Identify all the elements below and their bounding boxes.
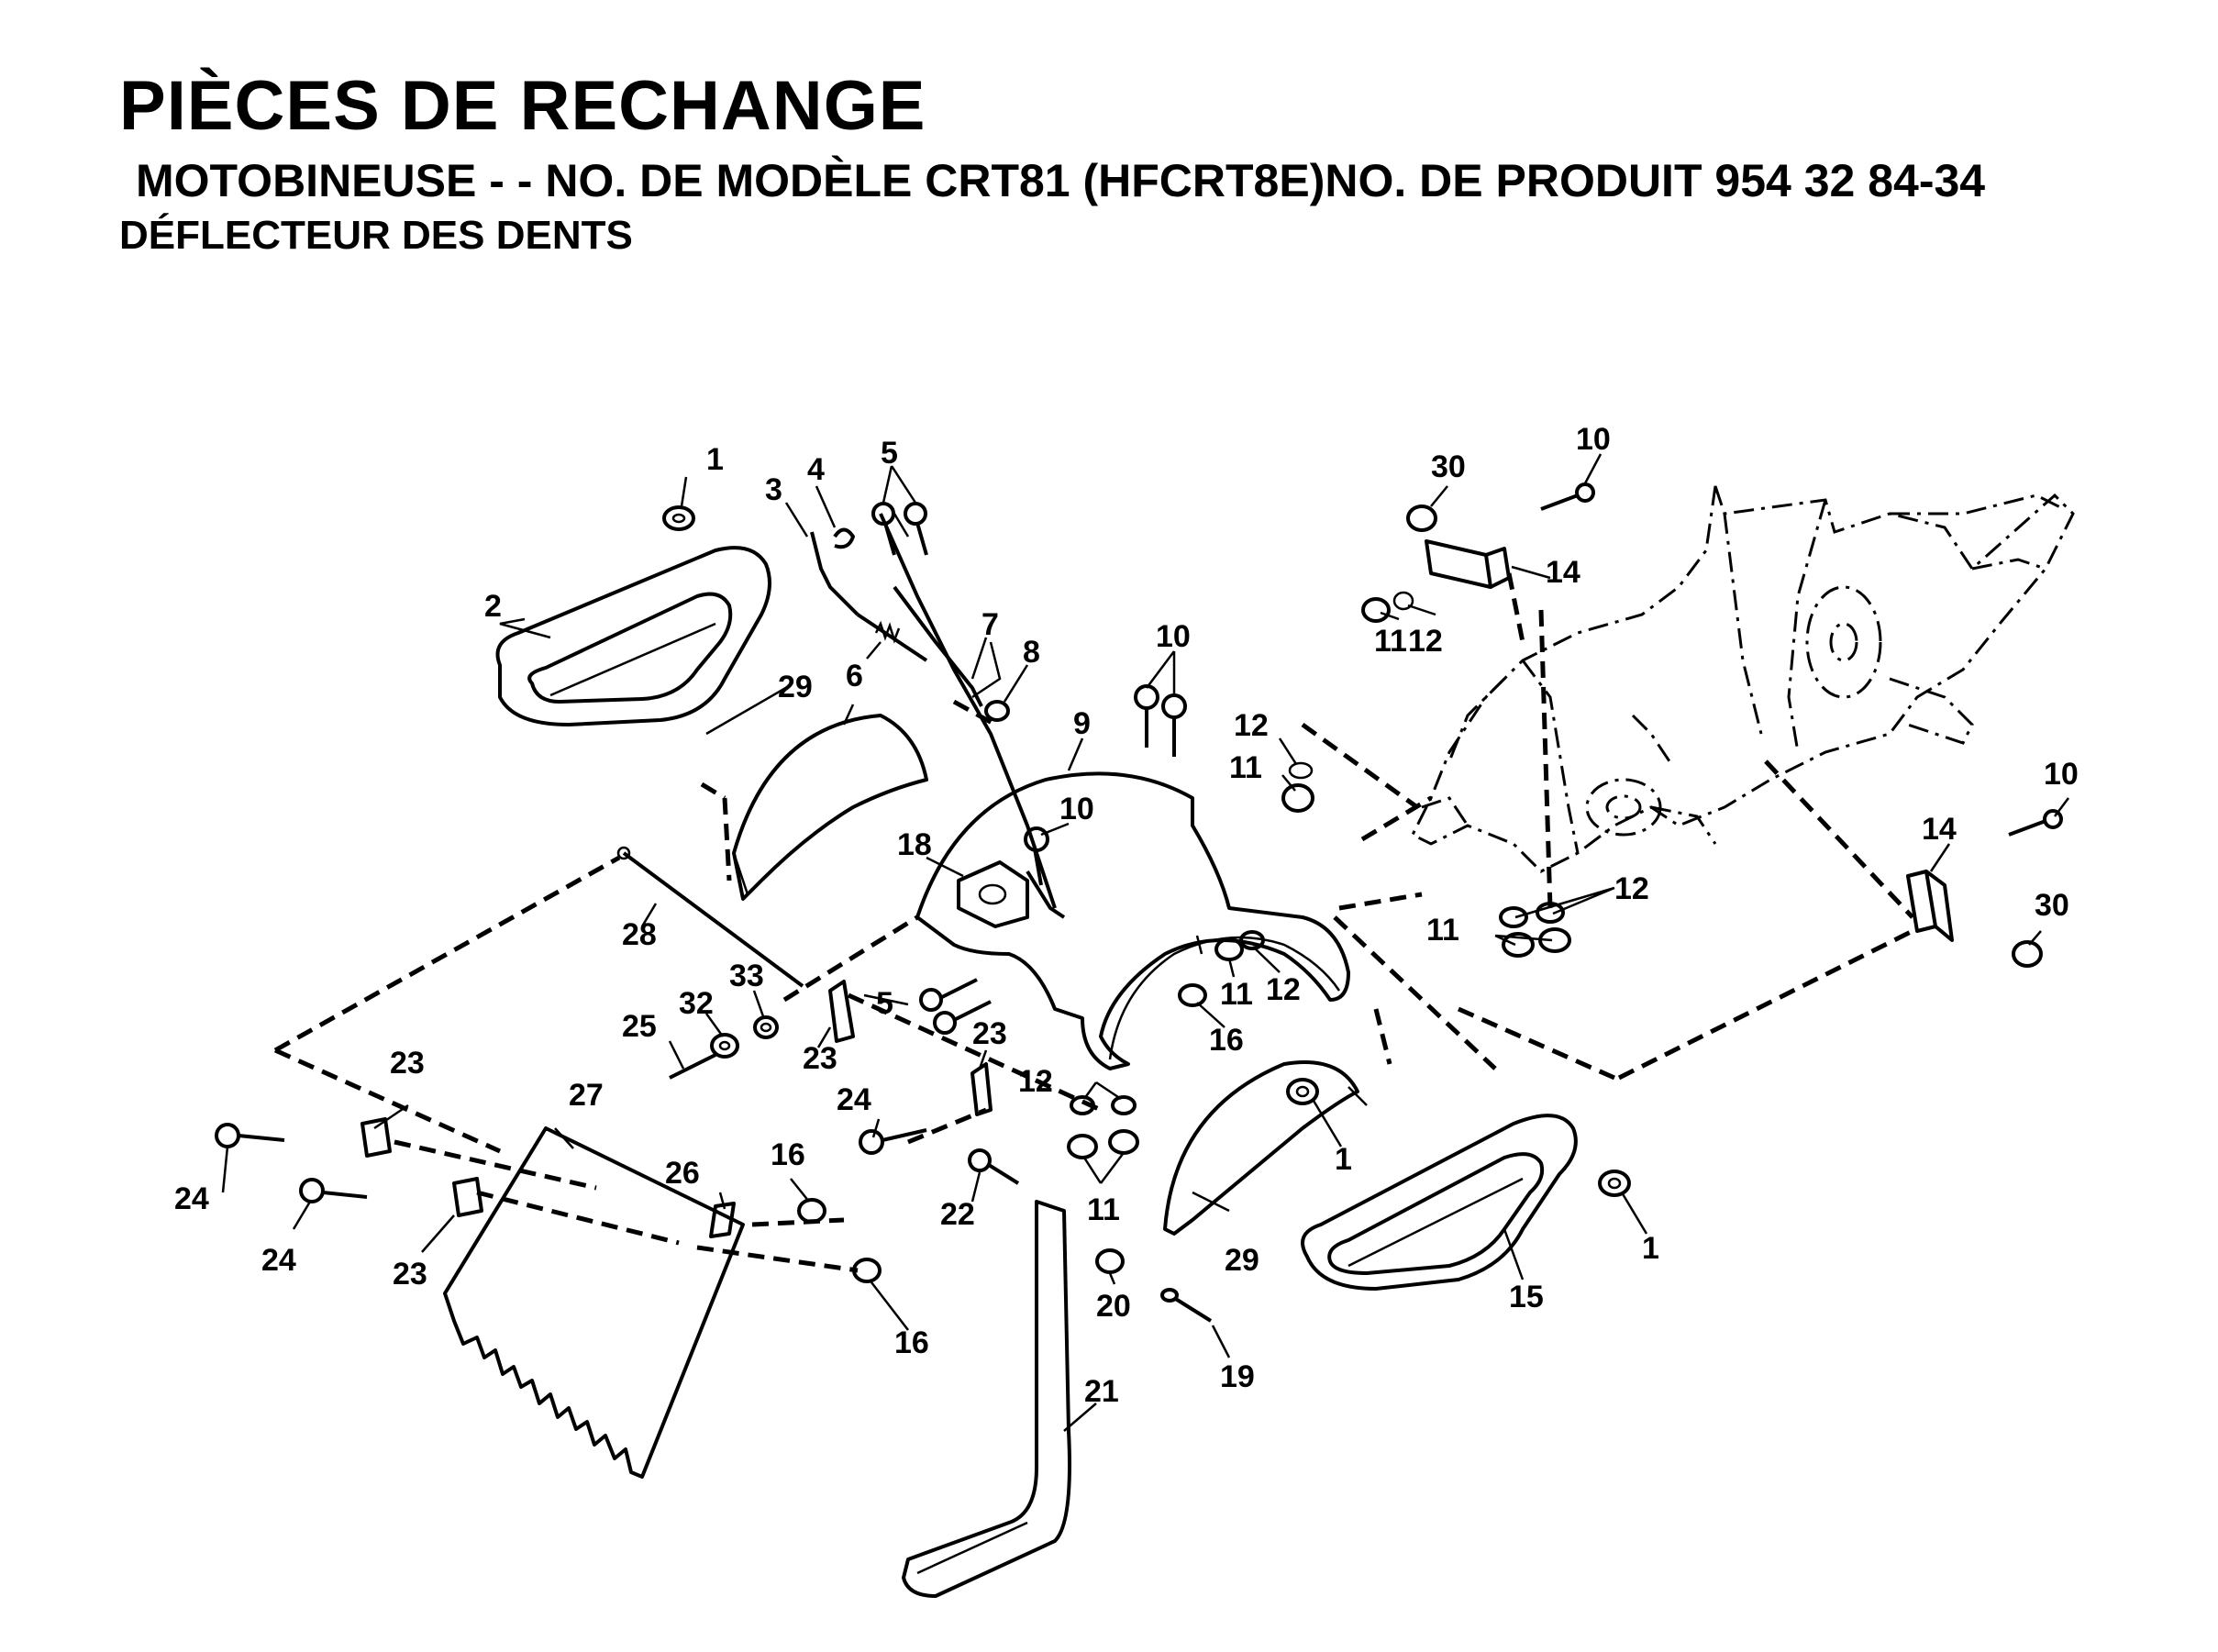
callout-10-d: 10 [2044, 757, 2079, 792]
callout-10-b: 10 [1059, 792, 1094, 826]
callout-labels: 1 2 3 4 5 6 7 8 9 10 10 10 10 11 11 11 1… [174, 422, 2079, 1409]
part-14-bracket-lower [1906, 870, 1954, 942]
part-27-deflector-plate [443, 1126, 745, 1479]
callout-5-b: 5 [876, 986, 893, 1021]
callout-11-c: 11 [1426, 913, 1459, 948]
callout-12-d: 12 [1266, 972, 1301, 1007]
callout-7: 7 [981, 607, 999, 642]
page-header: PIÈCES DE RECHANGE MOTOBINEUSE - - NO. D… [0, 0, 2218, 294]
part-14-bracket-upper [1425, 539, 1511, 589]
assembly-guide-lines [273, 572, 1914, 1273]
callout-30-b: 30 [2035, 888, 2069, 923]
callout-16-c: 16 [894, 1325, 929, 1360]
tiller-frame-outline [1410, 485, 2075, 873]
callout-4: 4 [807, 452, 825, 487]
callout-12-b: 12 [1234, 708, 1269, 743]
part-15-shield-pad-right [1301, 1114, 1578, 1291]
callout-3: 3 [765, 472, 782, 507]
callout-23-b: 23 [393, 1257, 427, 1292]
callout-27: 27 [569, 1078, 604, 1113]
callout-29-b: 29 [1225, 1243, 1259, 1278]
callout-1-c: 1 [1642, 1231, 1659, 1266]
callout-21: 21 [1084, 1374, 1119, 1409]
callout-11-b: 11 [1229, 750, 1262, 785]
callout-11-d: 11 [1220, 977, 1253, 1012]
callout-8: 8 [1023, 635, 1040, 670]
leader-lines [221, 453, 2069, 1432]
callout-24-a: 24 [174, 1181, 209, 1216]
callout-10-a: 10 [1156, 619, 1191, 654]
callout-6: 6 [846, 659, 863, 693]
callout-30-a: 30 [1431, 449, 1466, 484]
part-28-rod [616, 846, 804, 988]
part-9-tine-hood [915, 771, 1350, 1070]
callout-9: 9 [1073, 706, 1091, 741]
part-29-side-shield-upper [732, 714, 928, 901]
model-subtitle: MOTOBINEUSE - - NO. DE MODÈLE CRT81 (HFC… [136, 155, 1986, 206]
callout-25: 25 [622, 1009, 657, 1044]
callout-15: 15 [1509, 1280, 1544, 1314]
callout-23-d: 23 [972, 1016, 1007, 1051]
callout-5: 5 [881, 436, 898, 471]
section-title: DÉFLECTEUR DES DENTS [119, 213, 633, 258]
callout-33: 33 [729, 959, 764, 993]
callout-24-b: 24 [261, 1243, 296, 1278]
callout-11-e: 11 [1087, 1192, 1120, 1227]
callout-11-a: 11 [1374, 624, 1407, 659]
part-29-side-shield-lower [1163, 1060, 1368, 1236]
callout-10-c: 10 [1576, 422, 1611, 457]
callout-28: 28 [622, 917, 657, 952]
callout-2: 2 [484, 589, 502, 624]
callout-32: 32 [679, 986, 714, 1021]
page-title: PIÈCES DE RECHANGE [119, 67, 926, 145]
callout-18: 18 [897, 827, 932, 862]
callout-12-e: 12 [1018, 1064, 1053, 1099]
callout-16-b: 16 [771, 1137, 805, 1172]
callout-14-b: 14 [1922, 812, 1957, 847]
callout-16-a: 16 [1209, 1023, 1244, 1058]
callout-24-c: 24 [837, 1082, 871, 1117]
callout-14-a: 14 [1546, 555, 1580, 590]
callout-19: 19 [1220, 1359, 1255, 1394]
callout-23-a: 23 [390, 1046, 425, 1081]
callout-26: 26 [665, 1156, 700, 1191]
callout-12-c: 12 [1614, 871, 1649, 906]
part-2-shield-pad-left [495, 546, 771, 726]
hardware-nuts-bolts [215, 482, 2063, 1323]
callout-22: 22 [940, 1197, 975, 1232]
callout-20: 20 [1096, 1289, 1131, 1324]
callout-23-c: 23 [803, 1041, 837, 1076]
part-21-depth-bar [902, 1200, 1071, 1598]
callout-1: 1 [706, 442, 724, 477]
callout-1-b: 1 [1335, 1142, 1352, 1177]
callout-12-a: 12 [1408, 624, 1443, 659]
callout-29-a: 29 [778, 670, 813, 704]
control-linkage-parts-3-6-7 [810, 513, 1066, 919]
